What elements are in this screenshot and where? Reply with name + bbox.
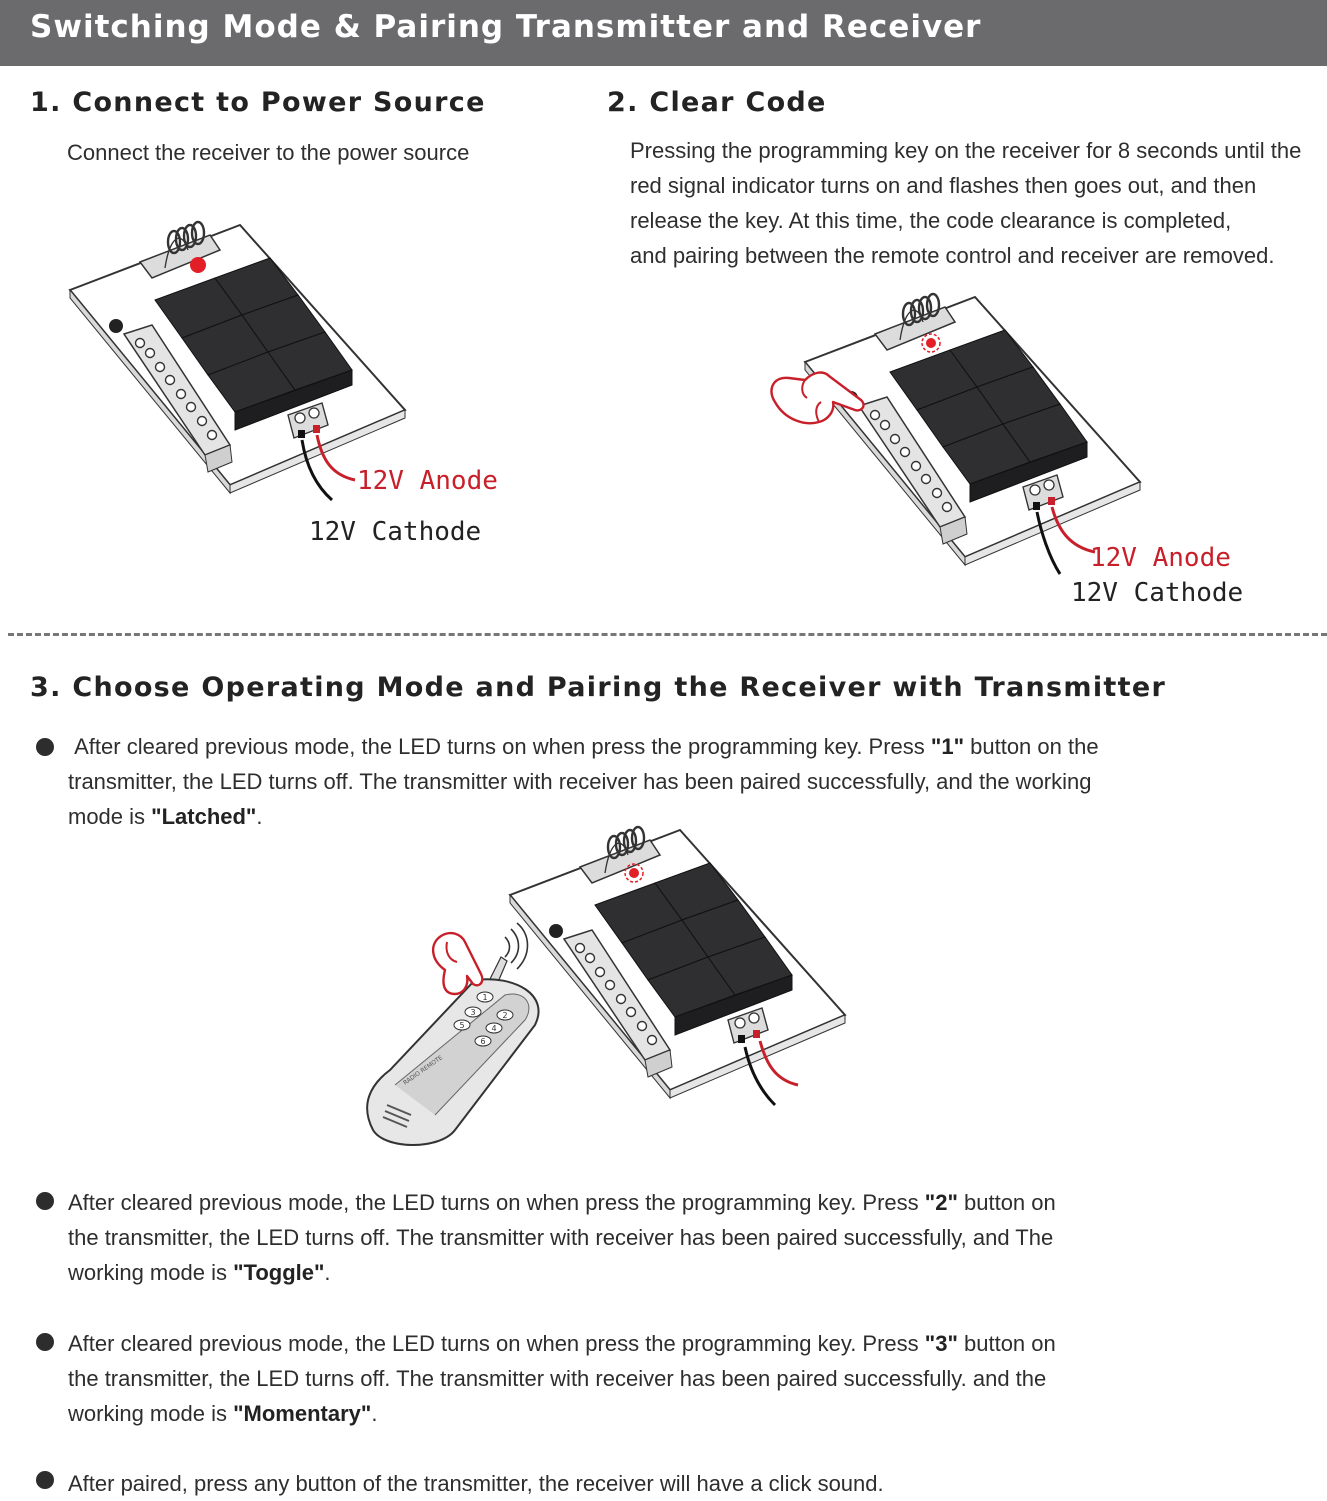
receiver-diagram-step3 — [508, 825, 847, 1107]
step2-anode-label: 12V Anode — [1090, 543, 1231, 573]
bullet-item-toggle: After cleared previous mode, the LED tur… — [68, 1190, 1056, 1285]
pointing-hand-icon — [770, 371, 865, 425]
remote-button-2[interactable]: 2 — [502, 1011, 507, 1020]
pointing-hand-icon — [432, 931, 484, 996]
remote-button-1[interactable]: 1 — [482, 993, 487, 1002]
step2-cathode-label: 12V Cathode — [1071, 578, 1244, 608]
cathode-wire — [300, 439, 333, 502]
step2-text: Pressing the programming key on the rece… — [630, 138, 1302, 268]
step1-heading: 1. Connect to Power Source — [30, 87, 486, 118]
remote-button-6[interactable]: 6 — [480, 1037, 485, 1046]
remote-button-4[interactable]: 4 — [491, 1024, 496, 1033]
header-title: Switching Mode & Pairing Transmitter and… — [30, 9, 982, 45]
led-indicator — [190, 257, 206, 273]
remote-transmitter: RADIO REMOTE 1 2 3 4 5 6 — [366, 922, 540, 1146]
bullet-item-click-sound: After paired, press any button of the tr… — [68, 1471, 884, 1496]
section-divider — [8, 633, 1327, 636]
bullet-icon — [36, 1333, 54, 1351]
step2-heading: 2. Clear Code — [607, 87, 827, 118]
receiver-diagram-step2 — [803, 292, 1142, 575]
bullet-item-momentary: After cleared previous mode, the LED tur… — [68, 1331, 1056, 1426]
header-banner: Switching Mode & Pairing Transmitter and… — [0, 0, 1327, 66]
step1-cathode-label: 12V Cathode — [309, 517, 482, 547]
led-indicator — [629, 868, 639, 878]
step1-text: Connect the receiver to the power source — [67, 140, 470, 165]
bullet-icon — [36, 738, 54, 756]
led-indicator — [926, 338, 936, 348]
bullet-icon — [36, 1471, 54, 1489]
bullet-item-latched: After cleared previous mode, the LED tur… — [68, 734, 1099, 829]
step1-anode-label: 12V Anode — [357, 466, 498, 496]
remote-button-3[interactable]: 3 — [470, 1008, 475, 1017]
receiver-diagram-step1 — [68, 220, 407, 502]
anode-wire — [315, 434, 356, 482]
step3-heading: 3. Choose Operating Mode and Pairing the… — [30, 672, 1167, 703]
remote-button-5[interactable]: 5 — [459, 1021, 464, 1030]
bullet-icon — [36, 1192, 54, 1210]
